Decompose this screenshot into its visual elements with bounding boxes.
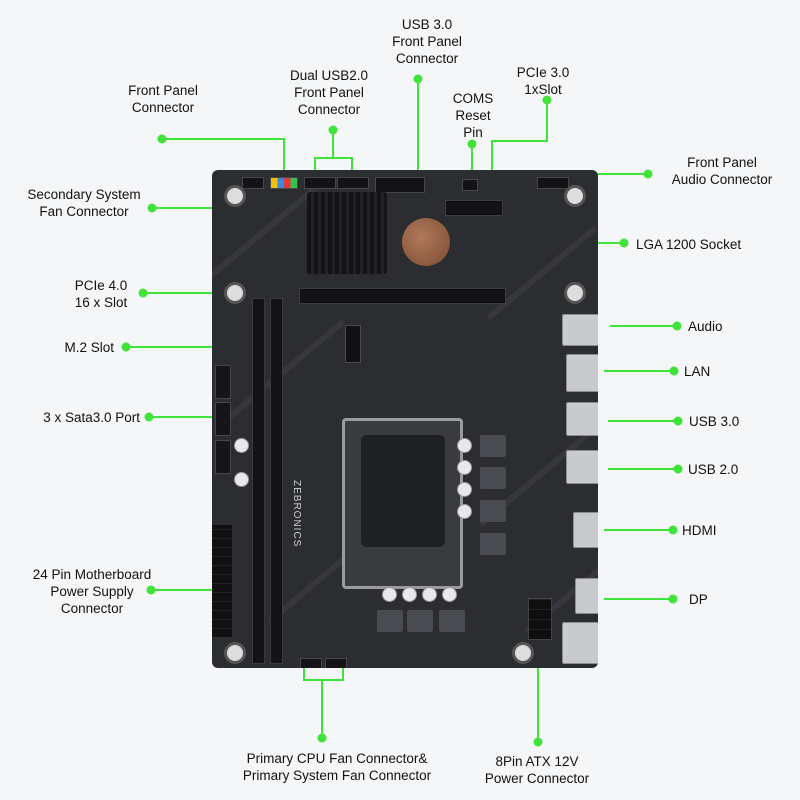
label-cpu-sys-fan: Primary CPU Fan Connector&Primary System…	[242, 751, 432, 783]
sata-port-1	[215, 365, 231, 399]
cmos-battery	[402, 218, 450, 266]
front-audio-header	[537, 177, 569, 189]
dimm-slot-1	[252, 298, 265, 664]
label-usb2: USB 2.0	[688, 462, 739, 477]
label-sata3-ports: 3 x Sata3.0 Port	[43, 410, 140, 425]
pcie3-x1-slot	[445, 200, 503, 216]
dp-port	[575, 578, 598, 614]
motherboard: ZEBRONICS	[212, 170, 598, 668]
lan-port	[566, 354, 598, 392]
label-usb3: USB 3.0	[689, 414, 740, 429]
label-lan: LAN	[684, 364, 711, 379]
cmos-reset-pin	[462, 179, 478, 191]
usb2-header-2	[337, 177, 369, 189]
label-audio: Audio	[688, 319, 723, 334]
audio-port	[562, 314, 598, 346]
hdmi-port	[573, 512, 598, 548]
sys-fan-header	[325, 658, 347, 668]
usb3-port	[566, 402, 598, 436]
front-panel-header	[270, 177, 298, 189]
pcie4-x16-slot	[299, 288, 506, 304]
usb3-header	[375, 177, 425, 193]
atx8-connector	[528, 598, 552, 640]
label-lga1200-socket: LGA 1200 Socket	[636, 237, 742, 252]
chipset-heatsink	[307, 192, 387, 274]
sata-port-2	[215, 402, 231, 436]
rear-usb-stack	[562, 622, 598, 664]
secondary-fan-header	[242, 177, 264, 189]
usb2-port	[566, 450, 598, 484]
atx24-connector	[212, 525, 232, 637]
sata-port-3	[215, 440, 231, 474]
brand-logo: ZEBRONICS	[291, 480, 302, 548]
lga1200-socket	[342, 418, 463, 589]
dimm-slot-2	[270, 298, 283, 664]
label-m2-slot: M.2 Slot	[64, 340, 114, 355]
m2-slot	[345, 325, 361, 363]
usb2-header-1	[304, 177, 336, 189]
label-hdmi: HDMI	[682, 523, 717, 538]
cpu-fan-header	[300, 658, 322, 668]
label-dp: DP	[689, 592, 708, 607]
